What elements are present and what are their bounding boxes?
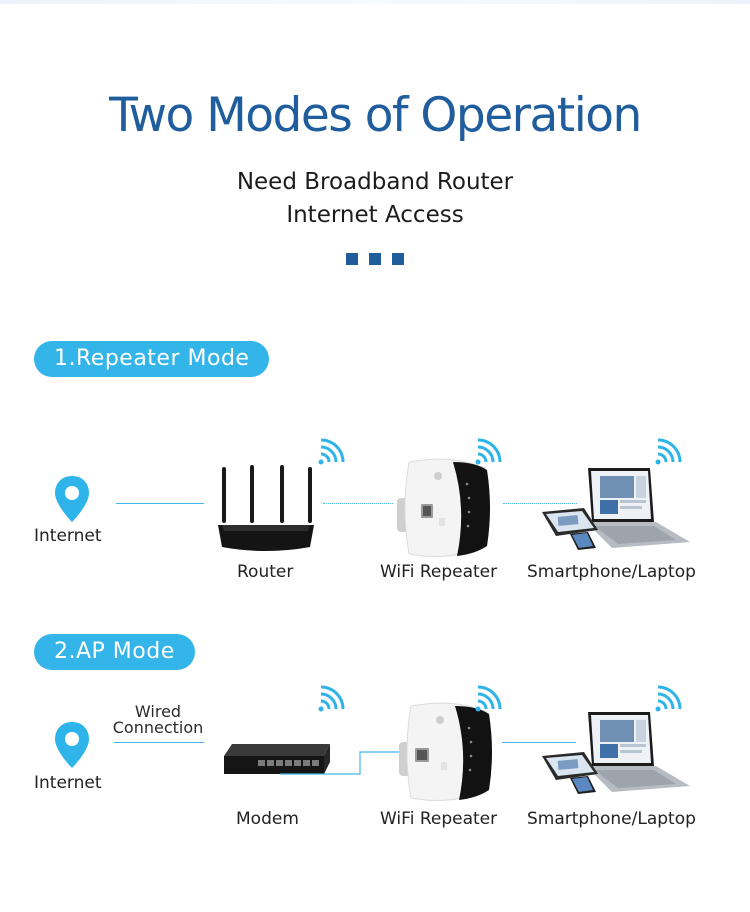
repeater-mode-heading: 1.Repeater Mode (34, 341, 270, 377)
location-pin-icon (55, 722, 89, 768)
internet-label: Internet (34, 526, 102, 546)
router-label: Router (237, 562, 294, 582)
top-decor-bar (0, 0, 750, 4)
subtitle-line-2: Internet Access (286, 202, 464, 228)
wired-connection-label: Wired Connection (108, 704, 208, 736)
decor-dot (369, 253, 381, 265)
connection-line (116, 503, 204, 504)
wired-label-line-1: Wired (134, 702, 182, 721)
wifi-repeater-label: WiFi Repeater (380, 809, 498, 829)
modem-switch-icon (224, 744, 330, 774)
smartphone-laptop-label: Smartphone/Laptop (527, 562, 696, 582)
wifi-signal-icon (655, 438, 682, 465)
connection-line (502, 742, 576, 743)
connection-line (503, 503, 577, 504)
ethernet-cable-line (280, 751, 418, 775)
wifi-signal-icon (655, 685, 682, 712)
wifi-signal-icon (318, 685, 345, 712)
wifi-repeater-icon (397, 458, 490, 557)
wifi-signal-icon (475, 438, 502, 465)
smartphone-laptop-label: Smartphone/Laptop (527, 809, 696, 829)
location-pin-icon (55, 476, 89, 522)
wifi-signal-icon (318, 438, 345, 465)
wired-label-line-2: Connection (112, 718, 204, 737)
modem-label: Modem (236, 809, 299, 829)
internet-label: Internet (34, 773, 102, 793)
page-title: Two Modes of Operation (109, 88, 642, 143)
router-icon (218, 465, 314, 551)
ap-mode-heading: 2.AP Mode (34, 634, 195, 670)
wifi-repeater-icon (399, 702, 492, 801)
laptop-phone-icon (542, 468, 690, 550)
connection-line (323, 503, 393, 504)
decor-dot (346, 253, 358, 265)
wifi-repeater-label: WiFi Repeater (380, 562, 498, 582)
wired-connection-line (114, 742, 204, 743)
laptop-phone-icon (542, 712, 690, 794)
wifi-signal-icon (475, 685, 502, 712)
subtitle-line-1: Need Broadband Router (236, 169, 514, 195)
page-subtitle: Need Broadband Router Internet Access (0, 166, 750, 232)
decor-dots (346, 253, 406, 267)
decor-dot (392, 253, 404, 265)
